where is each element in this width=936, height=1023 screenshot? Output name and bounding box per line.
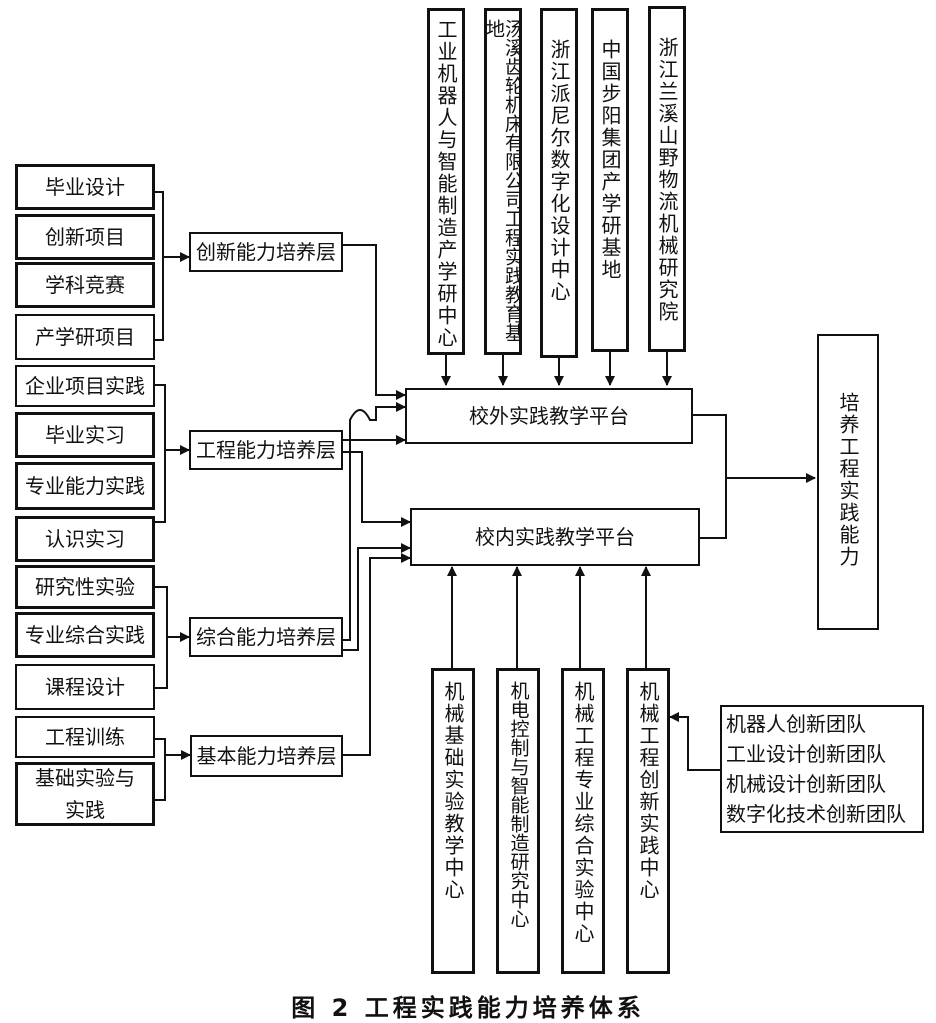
team-industrial-design: 工业设计创新团队 <box>726 742 886 766</box>
center-mechanical-basic-label: 机械基础实验教学中心 <box>441 681 465 901</box>
center-mechatronics-label: 机电控制与智能制造研究中心 <box>507 681 530 928</box>
arrow-comprehensive-to-oncampus <box>343 543 411 651</box>
base-lanxi-logistics-label: 浙江兰溪山野物流机械研究院 <box>655 37 679 323</box>
bracket-innovation <box>155 191 164 341</box>
center-innovation-practice: 机械工程创新实践中心 <box>626 668 670 974</box>
bracket-engineering <box>155 384 166 523</box>
platform-off-campus: 校外实践教学平台 <box>405 388 693 444</box>
arrow-basic-to-oncampus <box>343 553 411 756</box>
base-robot-iur-center: 工业机器人与智能制造产学研中心 <box>427 8 465 355</box>
base-lanxi-logistics: 浙江兰溪山野物流机械研究院 <box>648 6 686 352</box>
item-subject-competitions: 学科竞赛 <box>15 262 155 308</box>
base-tangxi-gear-label: 汤溪齿轮机床有限公司工程实践教育基地 <box>484 19 522 342</box>
layer-comprehensive: 综合能力培养层 <box>189 617 343 657</box>
item-basic-experiments-label: 基础实验与实践 <box>35 766 135 822</box>
item-enterprise-projects: 企业项目实践 <box>15 365 155 407</box>
layer-basic: 基本能力培养层 <box>190 735 343 777</box>
team-robot: 机器人创新团队 <box>726 712 866 736</box>
base-buyang-group: 中国步阳集团产学研基地 <box>591 8 629 352</box>
team-mechanical-design: 机械设计创新团队 <box>726 772 886 796</box>
bracket-basic <box>155 738 166 801</box>
arrow-teams-to-center <box>669 712 720 771</box>
layer-innovation: 创新能力培养层 <box>189 232 343 272</box>
center-mechatronics: 机电控制与智能制造研究中心 <box>496 668 540 974</box>
base-robot-iur-center-label: 工业机器人与智能制造产学研中心 <box>434 19 458 349</box>
item-engineering-training: 工程训练 <box>15 716 155 758</box>
center-comprehensive-lab: 机械工程专业综合实验中心 <box>561 668 605 974</box>
item-comprehensive-practice: 专业综合实践 <box>15 612 155 658</box>
connector-oncampus-out <box>700 478 727 539</box>
team-digital-tech: 数字化技术创新团队 <box>726 802 906 826</box>
base-tangxi-gear: 汤溪齿轮机床有限公司工程实践教育基地 <box>484 8 522 355</box>
platform-on-campus: 校内实践教学平台 <box>410 508 700 566</box>
arrow-innovation-to-offcampus <box>343 244 406 400</box>
bracket-comprehensive <box>155 586 168 689</box>
innovation-teams-box: 机器人创新团队 工业设计创新团队 机械设计创新团队 数字化技术创新团队 <box>720 705 924 833</box>
center-innovation-practice-label: 机械工程创新实践中心 <box>636 681 660 901</box>
item-iur-projects: 产学研项目 <box>15 314 155 360</box>
outcome-box: 培养工程实践能力 <box>817 334 879 630</box>
base-painier-design-label: 浙江派尼尔数字化设计中心 <box>547 39 571 303</box>
item-graduation-internship: 毕业实习 <box>15 412 155 458</box>
figure-caption: 图 2 工程实践能力培养体系 <box>291 994 645 1022</box>
item-course-design: 课程设计 <box>15 664 155 710</box>
item-basic-experiments: 基础实验与实践 <box>15 762 155 826</box>
layer-engineering: 工程能力培养层 <box>189 430 343 470</box>
center-comprehensive-lab-label: 机械工程专业综合实验中心 <box>571 681 595 945</box>
base-painier-design: 浙江派尼尔数字化设计中心 <box>540 8 578 358</box>
base-buyang-group-label: 中国步阳集团产学研基地 <box>598 39 622 281</box>
item-innovation-projects: 创新项目 <box>15 214 155 260</box>
item-graduation-design: 毕业设计 <box>15 164 155 210</box>
outcome-label: 培养工程实践能力 <box>836 392 860 568</box>
arrow-engineering-to-oncampus <box>343 451 411 527</box>
item-professional-practice: 专业能力实践 <box>15 462 155 510</box>
item-research-experiments: 研究性实验 <box>15 565 155 609</box>
connector-offcampus-out <box>693 414 727 478</box>
center-mechanical-basic: 机械基础实验教学中心 <box>431 668 475 974</box>
item-cognition-internship: 认识实习 <box>15 516 155 562</box>
arrow-comprehensive-to-offcampus <box>343 402 406 641</box>
